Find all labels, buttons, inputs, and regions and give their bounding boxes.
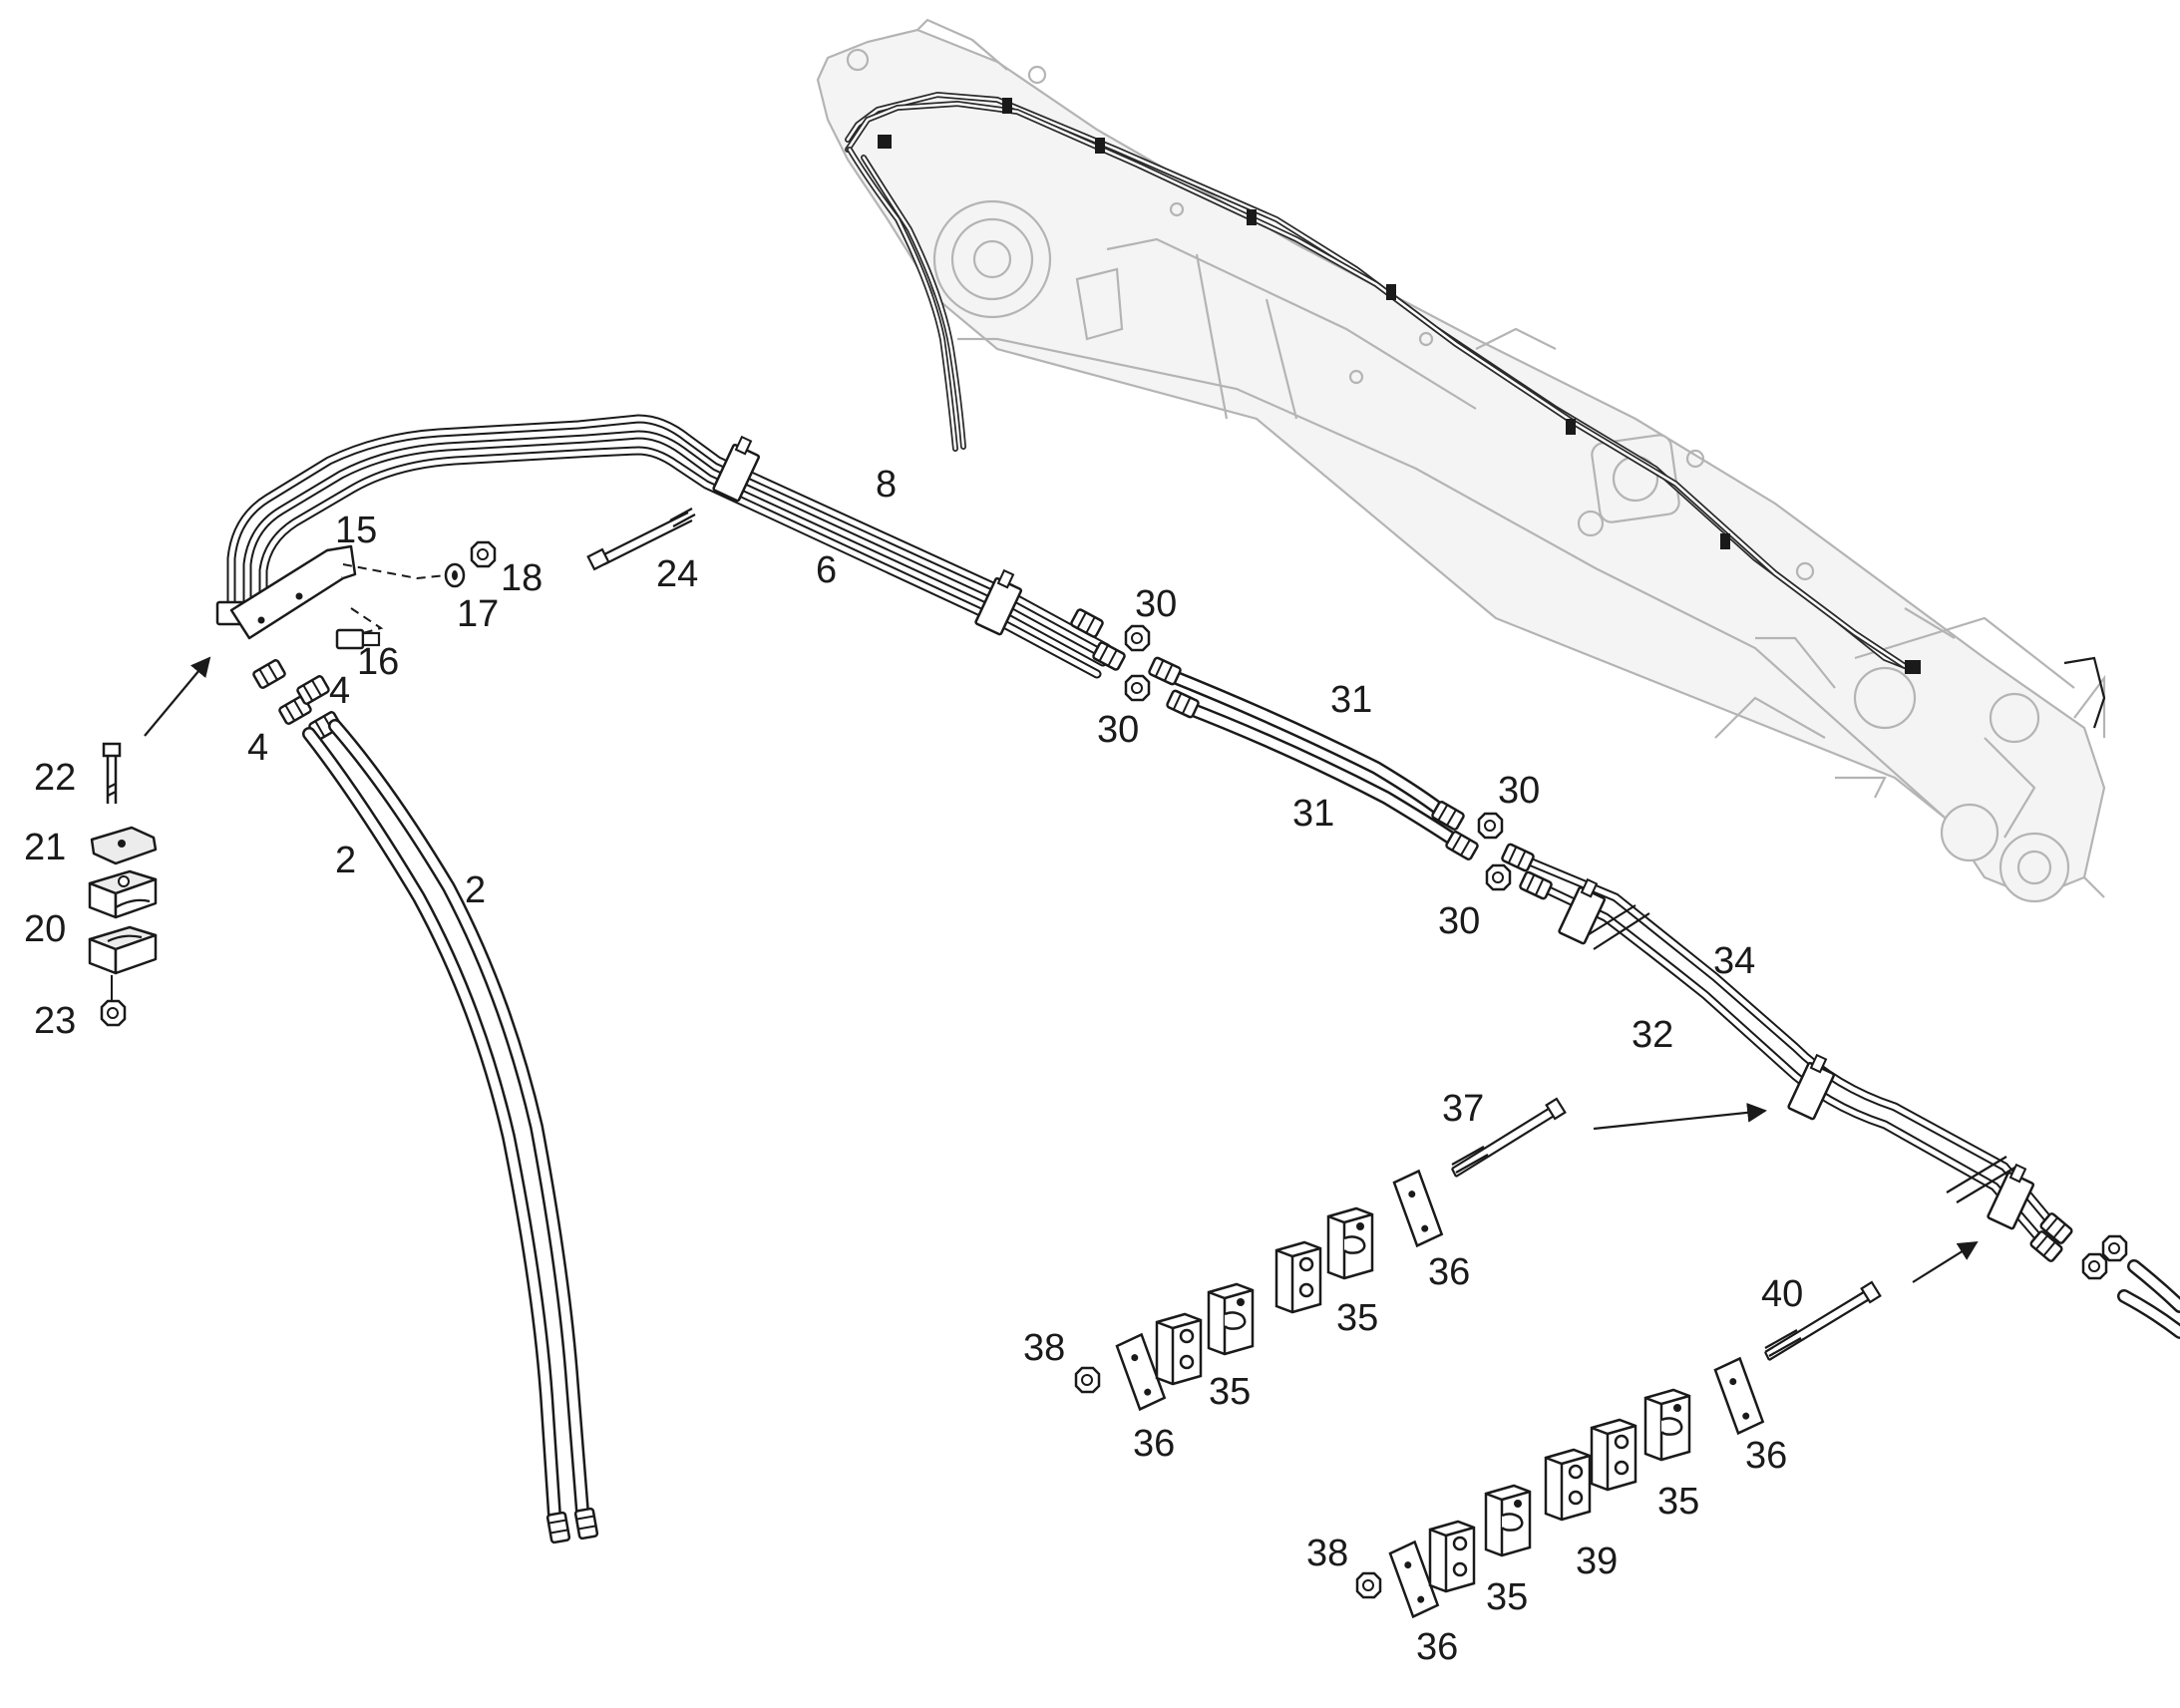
bolt-16 (335, 628, 381, 650)
boom-hose-routing (845, 91, 2106, 729)
callout-35: 35 (1486, 1576, 1528, 1618)
callout-24: 24 (656, 553, 698, 595)
bracket-15 (229, 544, 357, 640)
washer-17 (444, 562, 466, 588)
callout-30: 30 (1097, 709, 1139, 751)
callout-36: 36 (1133, 1423, 1175, 1465)
callout-labels: 2 2 4 4 6 8 15 16 17 18 20 21 22 23 24 3… (24, 464, 1803, 1668)
callout-6: 6 (816, 549, 837, 591)
callout-4: 4 (329, 670, 350, 712)
pipes-32-34 (1500, 842, 2074, 1264)
hoses-right-stub (2117, 1259, 2180, 1339)
callout-30: 30 (1438, 900, 1480, 942)
callout-22: 22 (34, 757, 76, 799)
hoses-2 (302, 719, 599, 1544)
assembly-arrows (144, 656, 1979, 1283)
callout-20: 20 (24, 908, 66, 950)
callout-37: 37 (1442, 1088, 1484, 1130)
callout-2: 2 (465, 869, 486, 911)
callout-35: 35 (1336, 1297, 1378, 1339)
callout-39: 39 (1576, 1540, 1618, 1582)
callout-4: 4 (247, 727, 268, 769)
callout-23: 23 (34, 1000, 76, 1042)
callout-32: 32 (1632, 1014, 1673, 1056)
clamp-kit-lower (1355, 1280, 1882, 1620)
callout-35: 35 (1657, 1481, 1699, 1523)
clamp-stack-left (88, 742, 158, 1027)
callout-18: 18 (501, 557, 543, 599)
callout-17: 17 (457, 593, 499, 635)
callout-30: 30 (1135, 583, 1177, 625)
callout-40: 40 (1761, 1273, 1803, 1315)
hoses-31 (1147, 655, 1480, 862)
callout-2: 2 (335, 840, 356, 881)
callout-38: 38 (1023, 1327, 1065, 1369)
callout-36: 36 (1428, 1251, 1470, 1293)
callout-31: 31 (1330, 679, 1372, 721)
callout-35: 35 (1209, 1371, 1251, 1413)
tie-rod-24 (586, 508, 696, 571)
callout-36: 36 (1745, 1435, 1787, 1477)
callout-30: 30 (1498, 770, 1540, 812)
callout-21: 21 (24, 827, 66, 868)
clamp-kit-upper (1074, 1097, 1567, 1413)
callout-15: 15 (335, 510, 377, 551)
callout-8: 8 (876, 464, 897, 506)
callout-16: 16 (357, 641, 399, 683)
boom-ghost-outline (816, 18, 2106, 903)
callout-38: 38 (1306, 1533, 1348, 1574)
callout-36: 36 (1416, 1626, 1458, 1668)
callout-31: 31 (1292, 793, 1334, 835)
nut-18 (470, 540, 497, 568)
callout-34: 34 (1713, 940, 1755, 982)
